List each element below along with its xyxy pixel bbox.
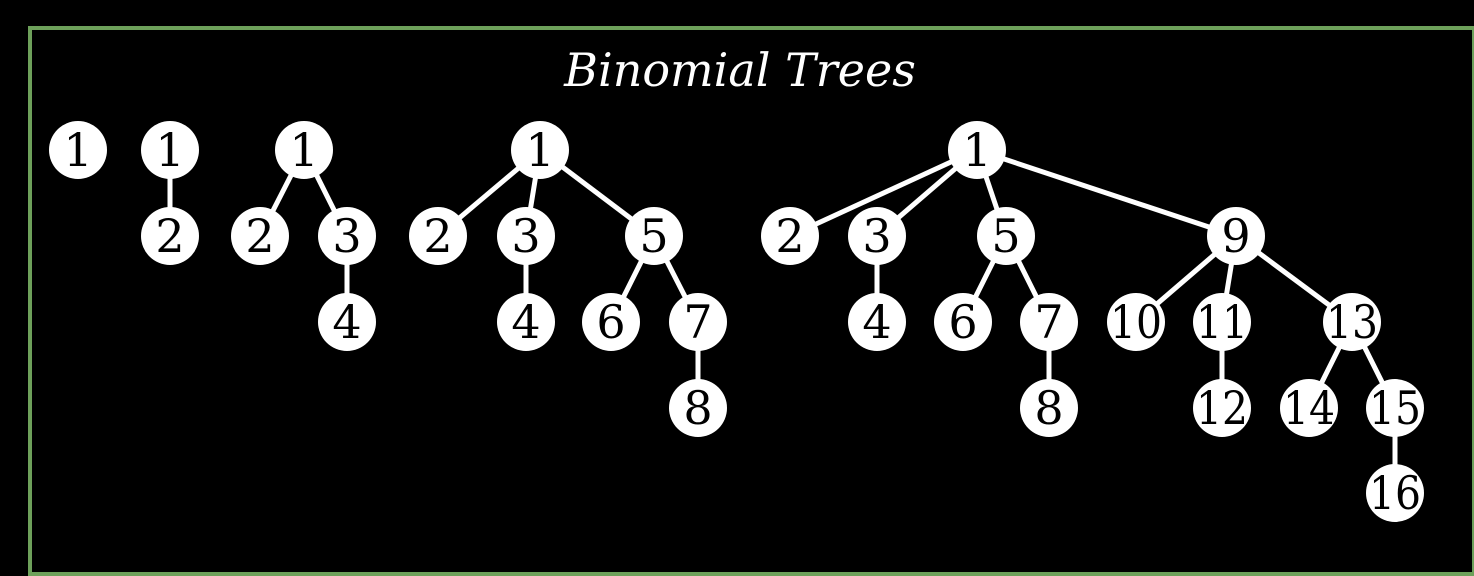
node-circle xyxy=(934,293,992,351)
tree-4-node-7: 7 xyxy=(1020,293,1078,351)
node-label: 9 xyxy=(1221,209,1250,263)
node-label: 16 xyxy=(1369,466,1421,520)
node-circle xyxy=(49,121,107,179)
node-circle xyxy=(511,121,569,179)
tree-2-node-3: 3 xyxy=(318,207,376,265)
node-label: 7 xyxy=(1034,295,1063,349)
node-circle xyxy=(275,121,333,179)
node-circle xyxy=(1366,379,1424,437)
tree-1-node-1: 1 xyxy=(141,121,199,179)
node-circle xyxy=(848,207,906,265)
tree-4-node-12: 12 xyxy=(1193,379,1251,437)
tree-4-node-9: 9 xyxy=(1207,207,1265,265)
tree-3-node-2: 2 xyxy=(409,207,467,265)
node-circle xyxy=(141,207,199,265)
tree-3-node-7: 7 xyxy=(669,293,727,351)
node-label: 4 xyxy=(862,295,891,349)
tree-3-node-3: 3 xyxy=(497,207,555,265)
tree-4-node-8: 8 xyxy=(1020,379,1078,437)
node-circle xyxy=(1193,293,1251,351)
tree-0-node-1: 1 xyxy=(49,121,107,179)
node-label: 1 xyxy=(155,123,184,177)
tree-3-node-8: 8 xyxy=(669,379,727,437)
node-label: 11 xyxy=(1196,295,1248,349)
node-label: 13 xyxy=(1326,295,1378,349)
node-circle xyxy=(761,207,819,265)
node-circle xyxy=(141,121,199,179)
tree-4-node-6: 6 xyxy=(934,293,992,351)
tree-4-node-13: 13 xyxy=(1323,293,1381,351)
node-circle xyxy=(318,293,376,351)
node-circle xyxy=(231,207,289,265)
tree-3-node-6: 6 xyxy=(582,293,640,351)
tree-4-edge-1-9 xyxy=(976,147,1237,239)
node-circle xyxy=(409,207,467,265)
diagram-title: Binomial Trees xyxy=(563,43,916,97)
node-label: 14 xyxy=(1283,381,1335,435)
node-circle xyxy=(497,293,555,351)
node-circle xyxy=(977,207,1035,265)
tree-4-node-1: 1 xyxy=(948,121,1006,179)
node-label: 12 xyxy=(1196,381,1248,435)
node-label: 1 xyxy=(525,123,554,177)
node-circle xyxy=(1323,293,1381,351)
node-label: 2 xyxy=(155,209,184,263)
tree-2-node-2: 2 xyxy=(231,207,289,265)
node-label: 8 xyxy=(1034,381,1063,435)
node-label: 6 xyxy=(596,295,625,349)
node-label: 5 xyxy=(991,209,1020,263)
node-circle xyxy=(1280,379,1338,437)
node-circle xyxy=(497,207,555,265)
node-circle xyxy=(669,379,727,437)
node-label: 3 xyxy=(511,209,540,263)
tree-4-node-4: 4 xyxy=(848,293,906,351)
node-circle xyxy=(625,207,683,265)
node-label: 1 xyxy=(962,123,991,177)
node-circle xyxy=(669,293,727,351)
node-label: 2 xyxy=(245,209,274,263)
node-label: 5 xyxy=(639,209,668,263)
node-label: 10 xyxy=(1110,295,1162,349)
node-circle xyxy=(1207,207,1265,265)
node-label: 7 xyxy=(683,295,712,349)
node-label: 4 xyxy=(511,295,540,349)
tree-4-node-16: 16 xyxy=(1366,464,1424,522)
tree-3-node-4: 4 xyxy=(497,293,555,351)
tree-2-node-1: 1 xyxy=(275,121,333,179)
tree-4-edge-1-2 xyxy=(788,147,979,239)
node-circle xyxy=(1193,379,1251,437)
node-label: 15 xyxy=(1369,381,1421,435)
tree-2-node-4: 4 xyxy=(318,293,376,351)
node-circle xyxy=(1020,379,1078,437)
node-circle xyxy=(848,293,906,351)
tree-1-node-2: 2 xyxy=(141,207,199,265)
tree-4-node-15: 15 xyxy=(1366,379,1424,437)
tree-4-node-3: 3 xyxy=(848,207,906,265)
node-label: 8 xyxy=(683,381,712,435)
node-label: 2 xyxy=(423,209,452,263)
tree-4-node-5: 5 xyxy=(977,207,1035,265)
tree-3-node-5: 5 xyxy=(625,207,683,265)
node-circle xyxy=(1366,464,1424,522)
tree-4-node-14: 14 xyxy=(1280,379,1338,437)
node-circle xyxy=(582,293,640,351)
tree-4-node-11: 11 xyxy=(1193,293,1251,351)
node-circle xyxy=(1107,293,1165,351)
node-label: 2 xyxy=(775,209,804,263)
node-circle xyxy=(948,121,1006,179)
node-label: 3 xyxy=(862,209,891,263)
tree-3-node-1: 1 xyxy=(511,121,569,179)
tree-4-node-10: 10 xyxy=(1107,293,1165,351)
node-label: 1 xyxy=(63,123,92,177)
node-circle xyxy=(318,207,376,265)
node-label: 6 xyxy=(948,295,977,349)
node-label: 1 xyxy=(289,123,318,177)
node-circle xyxy=(1020,293,1078,351)
tree-4-node-2: 2 xyxy=(761,207,819,265)
node-label: 4 xyxy=(332,295,361,349)
node-label: 3 xyxy=(332,209,361,263)
